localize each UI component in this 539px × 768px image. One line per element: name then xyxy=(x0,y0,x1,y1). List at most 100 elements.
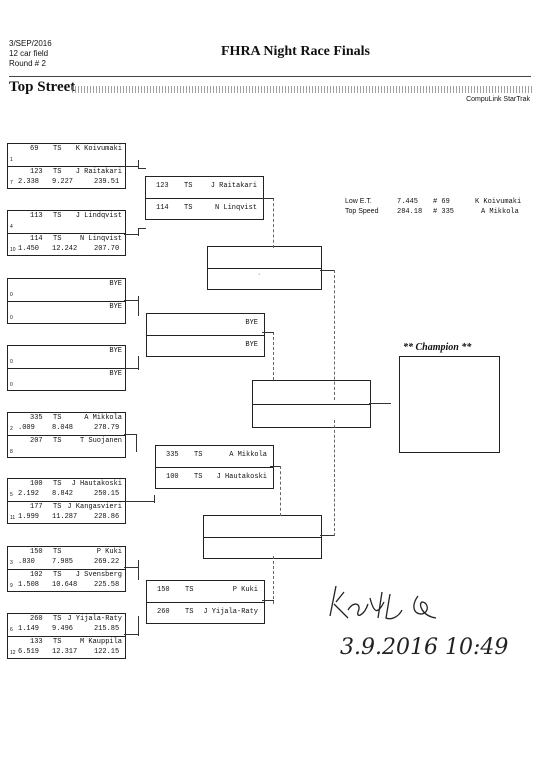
elapsed-time: 7.985 xyxy=(52,558,74,566)
reaction-time: 2.192 xyxy=(18,490,40,498)
driver-name: J Lindqvist xyxy=(75,212,122,220)
trap-speed: 215.85 xyxy=(94,625,120,633)
class-code: TS xyxy=(53,145,62,153)
elapsed-time: 10.648 xyxy=(52,581,78,589)
class-code: TS xyxy=(53,168,62,176)
driver-name: J Hautakoski xyxy=(216,473,267,481)
connector-line xyxy=(262,198,274,199)
top-speed-value: 284.18 xyxy=(397,208,423,216)
seed-number: 9 xyxy=(10,583,13,589)
seed-number: 3 xyxy=(10,560,13,566)
dashed-connector xyxy=(334,420,335,536)
car-number: 114 xyxy=(156,204,169,212)
car-number: 260 xyxy=(157,608,170,616)
event-title: FHRA Night Race Finals xyxy=(221,44,370,59)
driver-name: A Mikkola xyxy=(84,414,122,422)
elapsed-time: 8.048 xyxy=(52,424,74,432)
field-size: 12 car field xyxy=(9,49,49,58)
class-code: TS xyxy=(194,473,203,481)
reaction-time: 1.508 xyxy=(18,581,40,589)
class-code: TS xyxy=(53,437,62,445)
connector-line xyxy=(138,296,139,316)
low-et-name: K Koivumaki xyxy=(475,198,522,206)
class-code: TS xyxy=(184,182,193,190)
connector-line xyxy=(124,434,136,435)
class-code: TS xyxy=(53,235,62,243)
seed-number: 0 xyxy=(10,359,13,365)
competitor-slot: BYE xyxy=(147,335,264,356)
car-number: 150 xyxy=(157,586,170,594)
car-number: 123 xyxy=(156,182,169,190)
car-number: 69 xyxy=(30,145,39,153)
class-code: TS xyxy=(53,571,62,579)
header-rule xyxy=(9,76,531,77)
trap-speed: 228.86 xyxy=(94,513,120,521)
connector-line xyxy=(138,228,139,236)
dashed-connector xyxy=(273,332,274,380)
connector-line xyxy=(320,535,334,536)
driver-name: N Linqvist xyxy=(79,235,122,243)
car-number: 335 xyxy=(166,451,179,459)
low-et-value: 7.445 xyxy=(397,198,419,206)
round-number: Round # 2 xyxy=(9,59,46,68)
class-code: TS xyxy=(184,204,193,212)
connector-line xyxy=(124,368,138,369)
connector-line xyxy=(154,495,155,503)
connector-line xyxy=(320,270,334,271)
trap-speed: 207.70 xyxy=(94,245,120,253)
semifinal-slot: · xyxy=(208,268,321,289)
driver-name: J Svensberg xyxy=(75,571,122,579)
connector-line xyxy=(124,300,138,301)
connector-line xyxy=(138,616,139,636)
semifinal-slot xyxy=(204,537,321,558)
seed-number: 11 xyxy=(10,515,16,521)
trap-speed: 122.15 xyxy=(94,648,120,656)
top-speed-label: Top Speed xyxy=(345,208,379,215)
trap-speed: 239.51 xyxy=(94,178,120,186)
slot-mark: · xyxy=(258,271,261,278)
class-code: TS xyxy=(53,414,62,422)
driver-name: J Yijala-Raty xyxy=(67,615,122,623)
driver-name: J Yijala-Raty xyxy=(203,608,258,616)
brand-label: CompuLink StarTrak xyxy=(466,96,530,103)
connector-line xyxy=(124,234,138,235)
connector-line xyxy=(369,403,391,404)
car-number: 133 xyxy=(30,638,43,646)
driver-name: J Kangasvieri xyxy=(67,503,122,511)
elapsed-time: 12.317 xyxy=(52,648,78,656)
connector-line xyxy=(262,332,274,333)
class-code: TS xyxy=(185,586,194,594)
seed-number: 0 xyxy=(10,382,13,388)
reaction-time: 2.338 xyxy=(18,178,40,186)
low-et-car: # 69 xyxy=(433,198,450,206)
connector-line xyxy=(124,567,138,568)
elapsed-time: 9.496 xyxy=(52,625,74,633)
champion-label: ** Champion ** xyxy=(403,342,472,353)
race-date: 3/SEP/2016 xyxy=(9,39,52,48)
top-speed-name: A Mikkola xyxy=(481,208,519,216)
driver-name: BYE xyxy=(109,280,122,288)
driver-name: BYE xyxy=(109,370,122,378)
seed-number: 7 xyxy=(10,180,13,186)
champion-box xyxy=(399,356,500,453)
driver-name: M Kauppila xyxy=(79,638,122,646)
driver-name: J Hautakoski xyxy=(71,480,122,488)
driver-name: J Raitakari xyxy=(75,168,122,176)
class-code: TS xyxy=(53,548,62,556)
